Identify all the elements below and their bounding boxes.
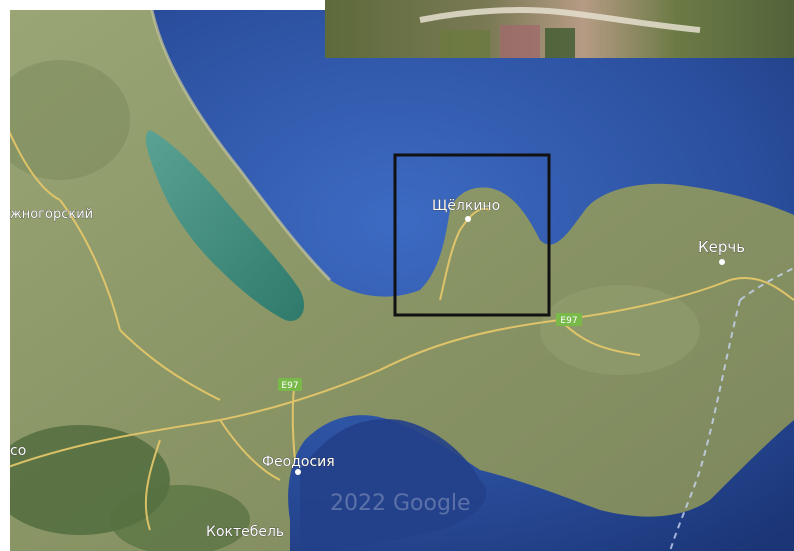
- svg-text:E97: E97: [281, 381, 298, 391]
- inset-beach: [419, 7, 701, 33]
- map-attribution: 2022 Google: [330, 491, 471, 516]
- inset-field: [440, 30, 490, 58]
- road-network: [0, 109, 794, 531]
- city-marker-shchelkino[interactable]: [465, 216, 471, 222]
- label-feodosia: Феодосия: [262, 454, 335, 470]
- field-patch: [0, 60, 130, 180]
- label-gorsky: жногорский: [10, 207, 93, 222]
- blank-strip: [0, 0, 325, 10]
- svg-text:E97: E97: [560, 316, 577, 326]
- inset-field: [545, 28, 575, 58]
- ferry-route: [739, 267, 794, 301]
- south-bay: [300, 419, 487, 551]
- label-koktebel: Коктебель: [206, 524, 284, 540]
- city-marker-kerch[interactable]: [719, 259, 725, 265]
- road-shield-e97-west: E97: [278, 378, 302, 391]
- road-shield-e97-east: E97: [556, 313, 582, 326]
- ferry-route: [669, 299, 741, 551]
- label-left-edge: со: [10, 443, 26, 459]
- lagoon: [145, 130, 305, 321]
- city-marker-feodosia[interactable]: [295, 469, 301, 475]
- label-kerch: Керчь: [698, 238, 745, 256]
- left-border-strip: [0, 0, 10, 551]
- highlight-frame: [393, 153, 551, 317]
- label-shchelkino: Щёлкино: [432, 198, 500, 214]
- inset-field: [500, 25, 540, 58]
- field-patch: [540, 285, 700, 375]
- coastline: [148, 0, 332, 282]
